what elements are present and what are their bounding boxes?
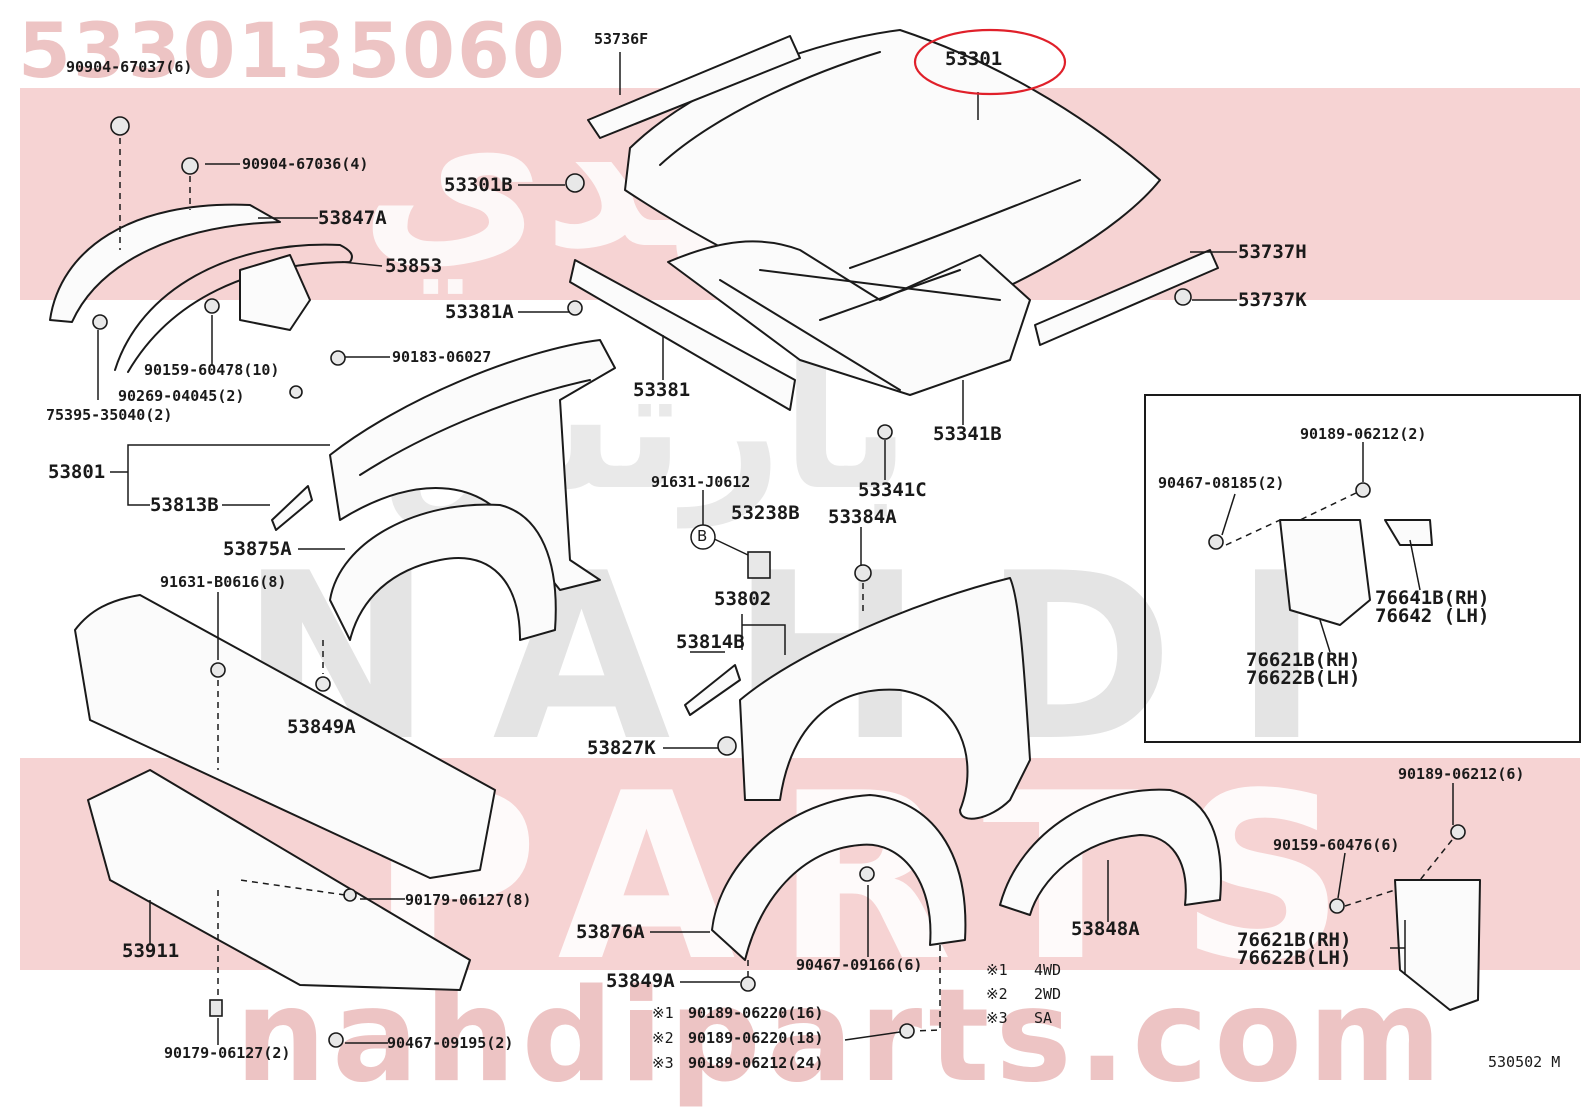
watermark-part-number: 5330135060 xyxy=(18,6,567,95)
inset-frame xyxy=(1144,394,1581,743)
bolt-note-key: ※2 xyxy=(652,1029,674,1047)
part-label: 53849A xyxy=(606,970,675,992)
part-label: 53911 xyxy=(122,940,180,962)
part-label: 75395-35040(2) xyxy=(46,406,173,424)
note-value: 2WD xyxy=(1034,985,1062,1003)
note-key: ※1 xyxy=(986,961,1008,979)
part-label: 91631-J0612 xyxy=(651,473,751,491)
part-label: 53341C xyxy=(858,479,927,501)
bolt-note-value: 90189-06220(18) xyxy=(688,1029,824,1047)
part-label: 90269-04045(2) xyxy=(118,387,245,405)
part-label: 91631-B0616(8) xyxy=(160,573,287,591)
part-label: 76622B(LH) xyxy=(1237,947,1352,969)
part-label: 90904-67036(4) xyxy=(242,155,369,173)
part-label: 53847A xyxy=(318,207,387,229)
part-label: 90189-06212(6) xyxy=(1398,765,1525,783)
part-label: 76642 (LH) xyxy=(1375,605,1490,627)
part-label: 90183-06027 xyxy=(392,348,492,366)
part-label: 90159-60476(6) xyxy=(1273,836,1400,854)
part-label: 53853 xyxy=(385,255,443,277)
hood-inner-frame xyxy=(667,240,1031,396)
note-value: 4WD xyxy=(1034,961,1062,979)
note-key: ※3 xyxy=(986,1009,1008,1027)
part-label: 90179-06127(2) xyxy=(164,1044,291,1062)
seal-strip-53737h xyxy=(1034,249,1219,346)
part-label: 53875A xyxy=(223,538,292,560)
wheel-arch-moulding-rear xyxy=(999,788,1222,916)
part-label: 90467-08185(2) xyxy=(1158,474,1285,492)
part-label: 53814B xyxy=(676,631,745,653)
bolt-note-key: ※3 xyxy=(652,1054,674,1072)
bumper-reinforcement xyxy=(87,769,471,991)
part-label: 53341B xyxy=(933,423,1002,445)
part-label: 90467-09166(6) xyxy=(796,956,923,974)
fender-liner-upper xyxy=(329,503,557,641)
part-label: 53301B xyxy=(444,174,513,196)
seal-strip-53736f xyxy=(587,35,801,139)
part-label: 90467-09195(2) xyxy=(387,1034,514,1052)
mudflap-inset xyxy=(1279,519,1371,626)
part-label: 53736F xyxy=(594,30,649,48)
part-label: 53876A xyxy=(576,921,645,943)
part-label: 53827K xyxy=(587,737,656,759)
part-label: 53381 xyxy=(633,379,691,401)
part-label: 90189-06212(2) xyxy=(1300,425,1427,443)
seal-strip-53381 xyxy=(569,259,796,411)
front-bumper xyxy=(74,594,496,879)
fender-liner-lower xyxy=(711,794,967,961)
part-label: 53801 xyxy=(48,461,106,483)
note-value: SA xyxy=(1034,1009,1053,1027)
note-key: ※2 xyxy=(986,985,1008,1003)
watermark-parts: PARTS xyxy=(370,745,1385,1012)
callout-b-label: B xyxy=(697,527,708,545)
diagram-ref-code: 530502 M xyxy=(1488,1053,1561,1071)
front-fender xyxy=(739,577,1031,820)
part-label: 53848A xyxy=(1071,918,1140,940)
part-label: 90159-60478(10) xyxy=(144,361,280,379)
part-label: 90179-06127(8) xyxy=(405,891,532,909)
part-label: 76621B(RH) xyxy=(1246,649,1361,671)
part-label: 53381A xyxy=(445,301,514,323)
bolt-note-value: 90189-06212(24) xyxy=(688,1054,824,1072)
part-label: 53849A xyxy=(287,716,356,738)
fender-apron xyxy=(329,339,616,591)
part-label: 53384A xyxy=(828,506,897,528)
part-label: 53813B xyxy=(150,494,219,516)
highlight-ellipse xyxy=(913,28,1067,96)
part-label: 53737K xyxy=(1238,289,1307,311)
part-label: 53802 xyxy=(714,588,772,610)
wheel-arch-moulding-upper xyxy=(49,203,281,323)
part-label: 53737H xyxy=(1238,241,1307,263)
bolt-note-key: ※1 xyxy=(652,1004,674,1022)
part-label: 76622B(LH) xyxy=(1246,667,1361,689)
mudflap-rear xyxy=(1394,879,1481,1011)
bolt-note-value: 90189-06220(16) xyxy=(688,1004,824,1022)
part-label: 53238B xyxy=(731,502,800,524)
part-label: 90904-67037(6) xyxy=(66,58,193,76)
callout-circle-b xyxy=(690,524,716,550)
part-label: 76621B(RH) xyxy=(1237,929,1352,951)
highlighted-part-label: 53301 xyxy=(945,48,1003,70)
part-label: 76641B(RH) xyxy=(1375,587,1490,609)
